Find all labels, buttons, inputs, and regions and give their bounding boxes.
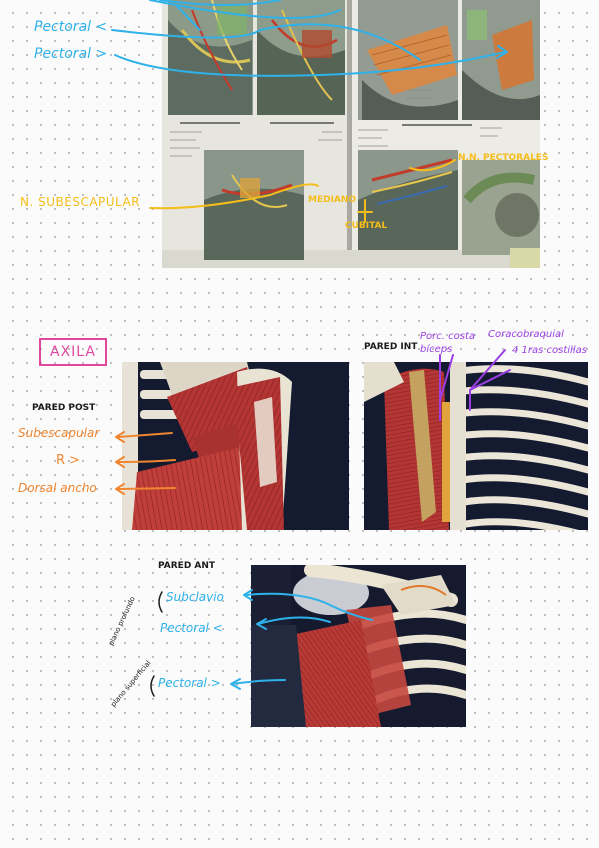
label-ulnar: CUBITAL: [345, 221, 388, 231]
label-medial-pectoral: MEDIANO: [308, 195, 357, 205]
axila-title-box: AXILA: [39, 338, 107, 366]
heading-posterior-wall: PARED POST: [32, 403, 96, 413]
posterior-wall-photo: [122, 362, 349, 530]
label-pectoral-minor-ant: Pectoral <: [160, 621, 223, 635]
atlas-panel: [168, 0, 253, 115]
label-pectoral-major-ant: Pectoral >: [158, 676, 221, 690]
page-title: AXILA: [50, 344, 96, 360]
label-coracobrachialis: Coracobraquial: [488, 329, 564, 340]
label-first-ribs: 4 1ras costillas: [512, 345, 587, 356]
internal-wall-photo: [364, 362, 588, 530]
label-latissimus: Dorsal ancho: [18, 481, 97, 495]
label-deep-plane: plano profundo: [107, 595, 137, 647]
label-pectoral-nerve: N.N. PECTORALES: [458, 153, 549, 163]
label-pectoral-minor: Pectoral <: [34, 19, 108, 35]
label-superficial-plane: plano superficial: [109, 659, 153, 709]
label-subscapular-nerve: N. SUBESCAPULAR: [20, 195, 141, 209]
label-pectoral-major: Pectoral >: [34, 46, 108, 62]
label-teres-major: R >: [56, 453, 81, 468]
label-subscapularis: Subescapular: [18, 426, 100, 440]
label-subclavius: Subclavio: [166, 590, 224, 604]
heading-internal-wall: PARED INT: [364, 342, 418, 352]
label-porc-costa-biceps: Porc. costa bíceps: [420, 331, 475, 355]
heading-anterior-wall: PARED ANT: [158, 561, 216, 571]
anterior-wall-photo: [251, 565, 466, 727]
